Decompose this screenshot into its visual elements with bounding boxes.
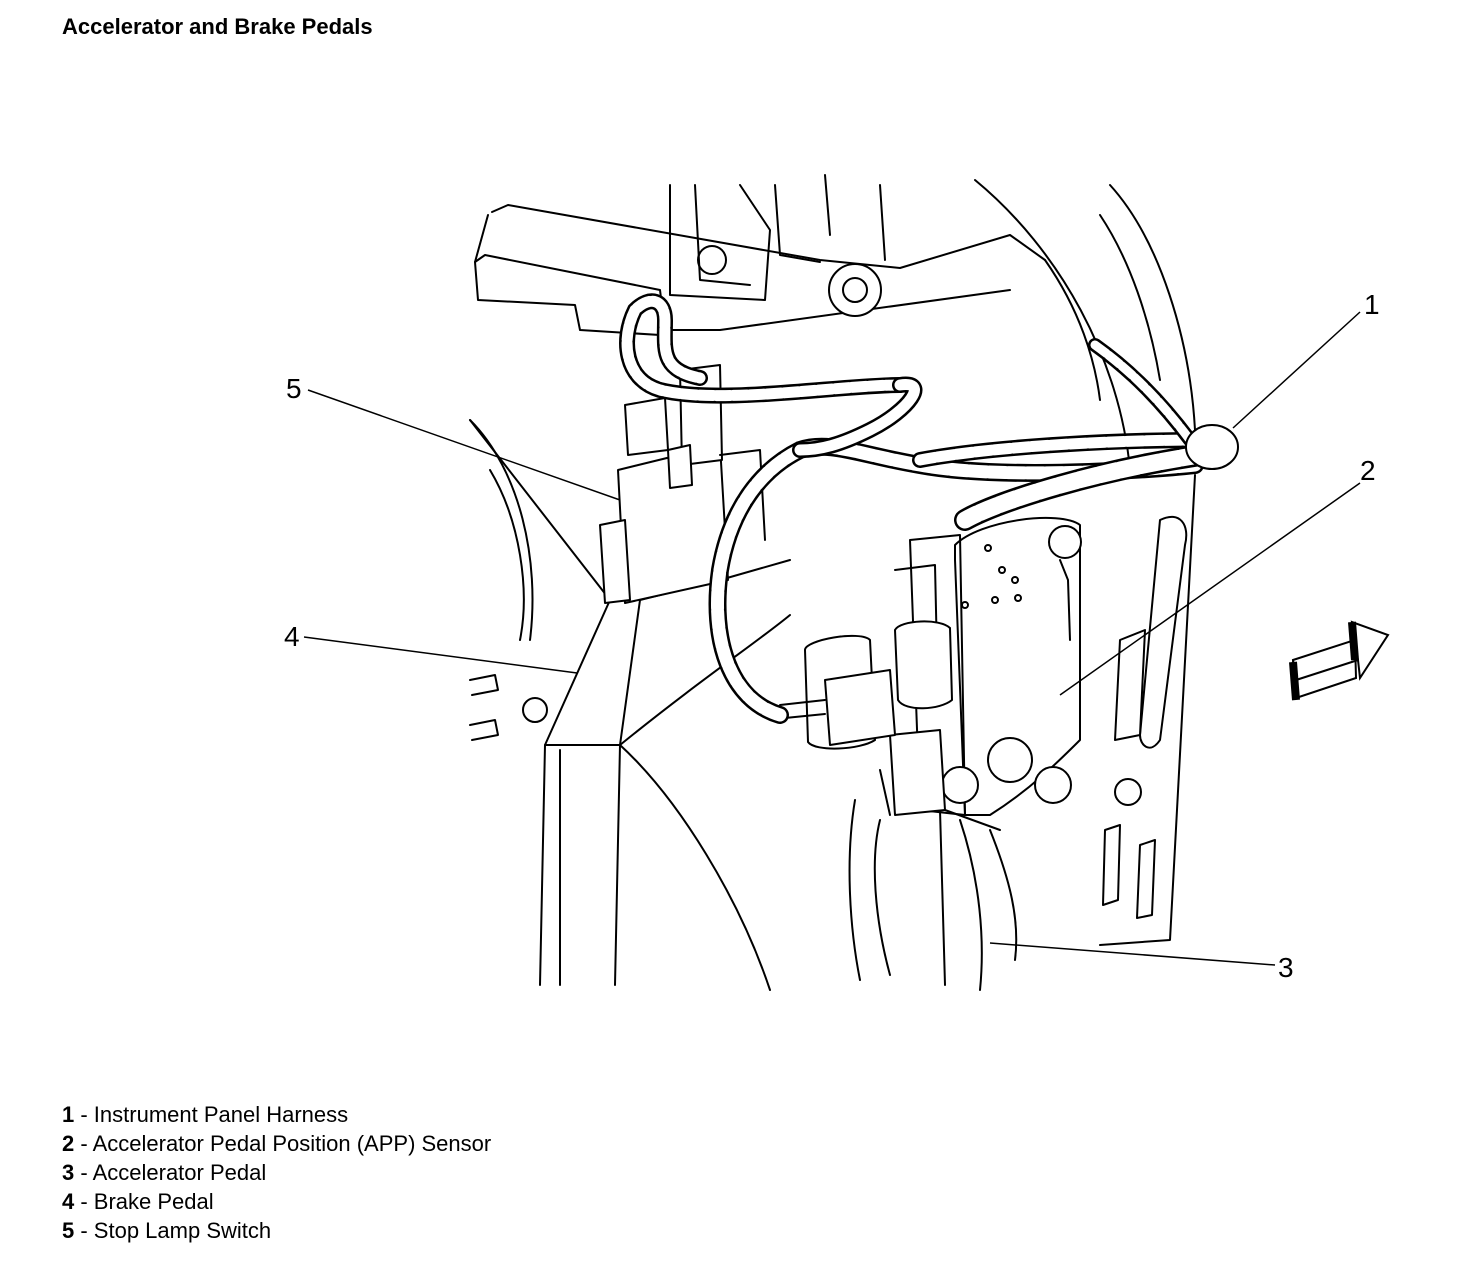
leader-line-3 [989,942,1276,966]
legend-item: 4 - Brake Pedal [62,1187,491,1216]
legend-number: 5 [62,1218,75,1243]
diagram-title: Accelerator and Brake Pedals [62,14,373,39]
harness-connector [779,634,896,750]
legend-label: - Accelerator Pedal [74,1160,267,1185]
leader-line-5 [307,389,621,501]
leader-lines [303,311,1361,966]
legend-label: - Accelerator Pedal Position (APP) Senso… [74,1131,492,1156]
app-sensor [879,516,1082,831]
callout-5: 5 [286,373,302,404]
leader-line-2 [1059,482,1361,696]
callout-2: 2 [1360,455,1376,486]
pedal-bracket [474,174,1196,471]
legend-number: 1 [62,1102,75,1127]
legend-number: 4 [62,1189,75,1214]
legend-label: - Instrument Panel Harness [74,1102,349,1127]
leader-line-4 [303,636,578,674]
callout-4: 4 [284,621,300,652]
legend-item: 3 - Accelerator Pedal [62,1158,491,1187]
legend-item: 1 - Instrument Panel Harness [62,1100,491,1129]
instrument-panel-harness [619,293,1239,724]
legend-item: 2 - Accelerator Pedal Position (APP) Sen… [62,1129,491,1158]
parts-legend: 1 - Instrument Panel Harness 2 - Acceler… [62,1100,491,1245]
legend-label: - Stop Lamp Switch [74,1218,272,1243]
direction-arrow [1289,620,1390,701]
accelerator-mount-plate [1099,474,1196,946]
legend-number: 3 [62,1160,75,1185]
legend-label: - Brake Pedal [74,1189,214,1214]
callout-1: 1 [1364,289,1380,320]
leader-line-1 [1232,311,1361,429]
accelerator-pedal-arm [848,799,1018,991]
callout-3: 3 [1278,952,1294,983]
legend-item: 5 - Stop Lamp Switch [62,1216,491,1245]
legend-number: 2 [62,1131,75,1156]
